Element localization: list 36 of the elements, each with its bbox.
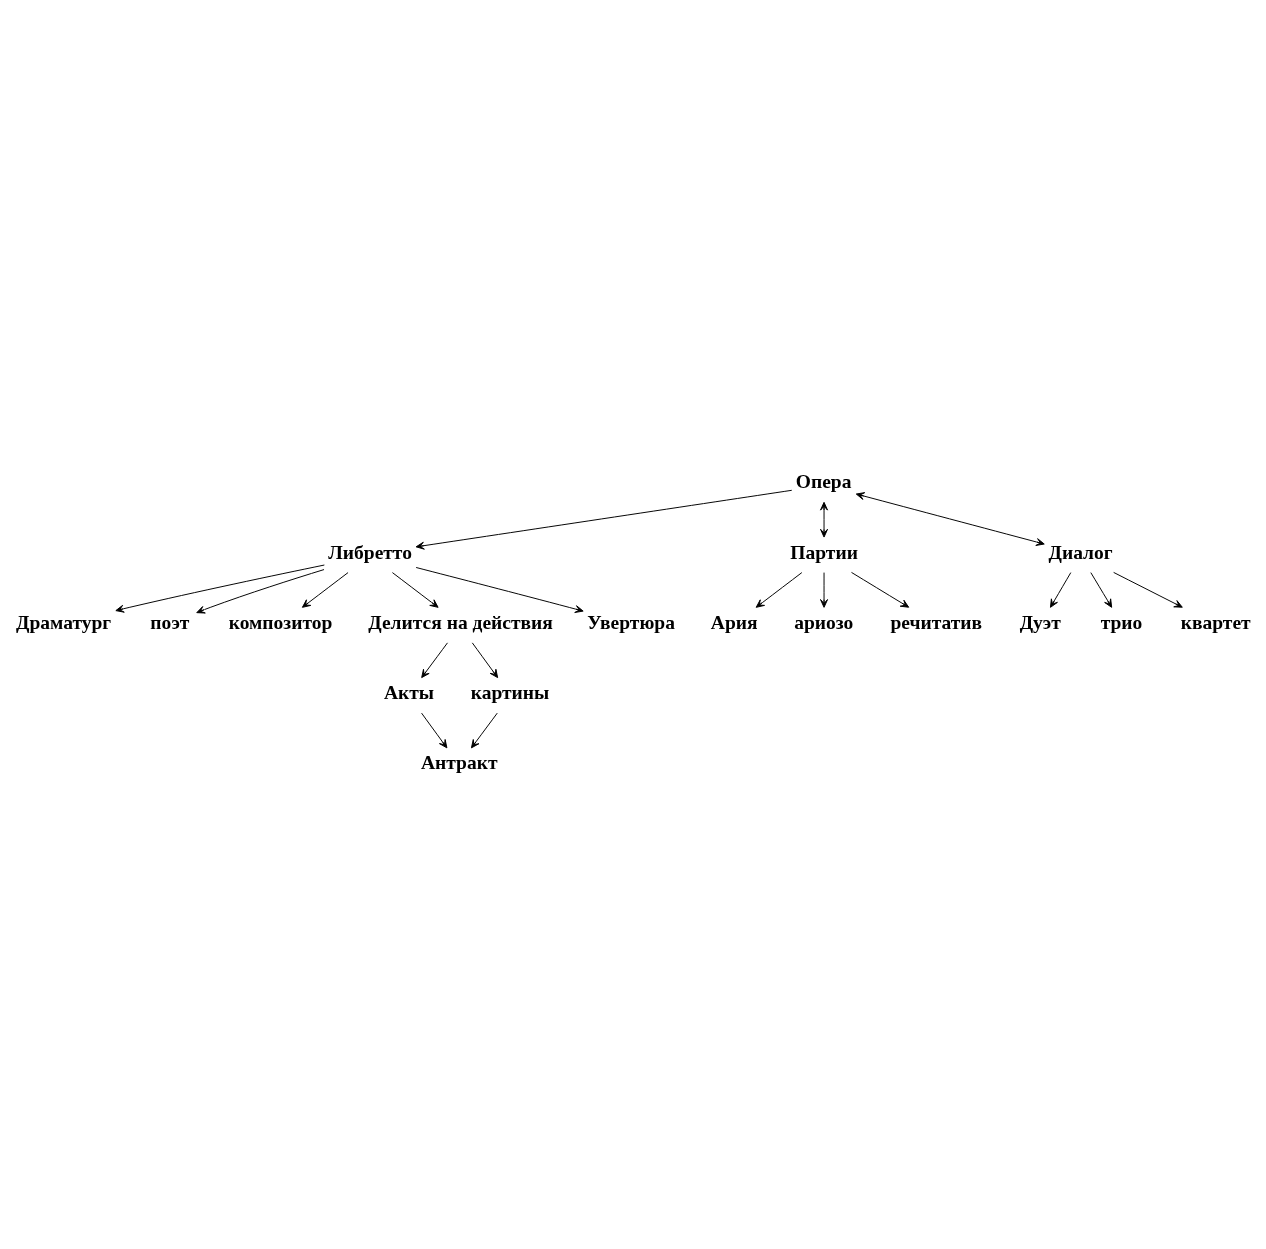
node-text: Делится на действия xyxy=(368,611,553,633)
arrow xyxy=(301,571,349,608)
node-text: Увертюра xyxy=(587,611,675,633)
arrow xyxy=(115,564,325,613)
arrow xyxy=(470,712,498,748)
arrow xyxy=(196,568,325,614)
arrow xyxy=(820,571,829,608)
node-text: квартет xyxy=(1180,611,1251,633)
arrow xyxy=(415,489,793,550)
node-text: Драматург xyxy=(15,611,112,633)
arrow xyxy=(820,501,829,538)
node-text: поэт xyxy=(150,611,190,633)
arrow xyxy=(471,641,499,678)
arrow xyxy=(755,571,803,608)
node-text: картины xyxy=(470,681,550,703)
node-text: Партии xyxy=(790,541,858,563)
arrow xyxy=(415,566,584,613)
arrow xyxy=(421,641,448,678)
node-text: Либретто xyxy=(328,541,412,563)
arrow xyxy=(391,571,439,608)
node-text: Ария xyxy=(710,611,758,633)
node-text: Дуэт xyxy=(1019,611,1061,633)
arrow xyxy=(1049,571,1072,608)
node-text: ариозо xyxy=(794,611,854,633)
arrow xyxy=(1113,571,1183,608)
arrow xyxy=(421,712,448,748)
node-text: Акты xyxy=(383,681,435,703)
arrow xyxy=(851,571,910,608)
node-text: Диалог xyxy=(1048,541,1113,563)
node-text: речитатив xyxy=(890,611,983,633)
arrow xyxy=(855,491,1045,546)
node-text: Опера xyxy=(795,470,852,492)
arrow xyxy=(1090,571,1113,608)
node-text: трио xyxy=(1100,611,1143,633)
node-text: композитор xyxy=(228,611,333,633)
node-text: Антракт xyxy=(420,751,498,773)
